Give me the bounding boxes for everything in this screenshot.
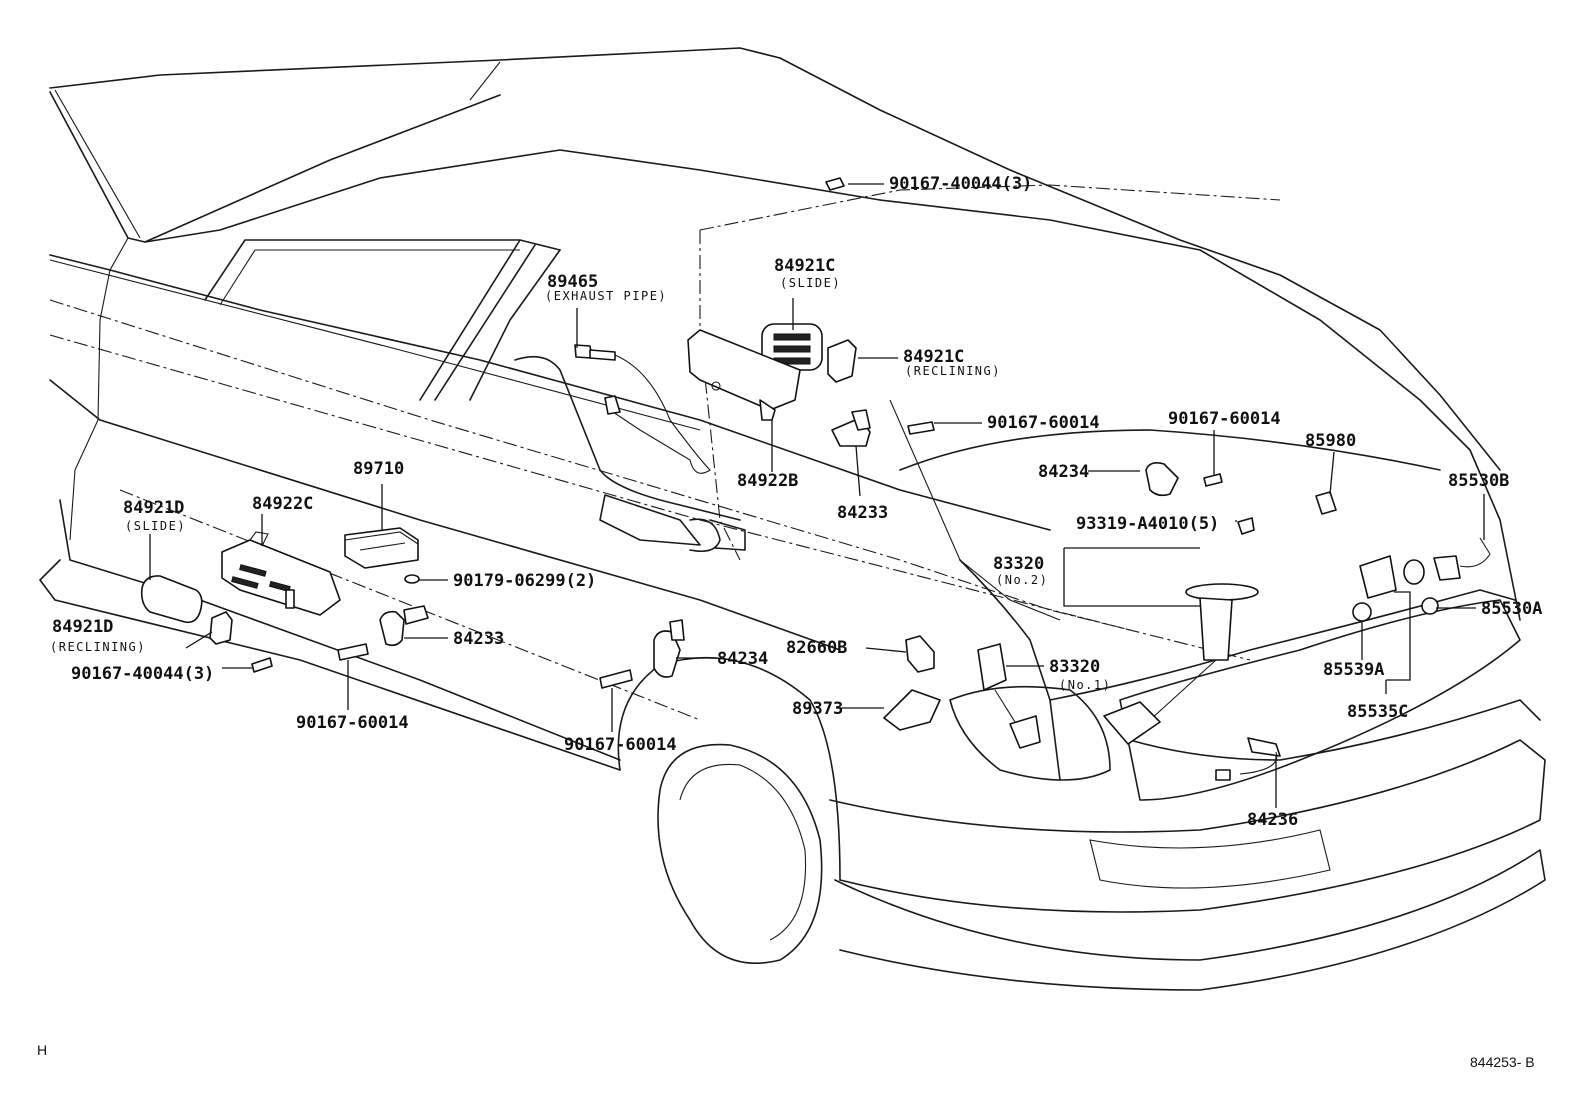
part-labels: 90167-40044(3) 84921C (SLIDE) 89465 (EXH… — [50, 174, 1542, 830]
label-89373: 89373 — [792, 699, 843, 719]
knob-84921c-reclining-shape — [827, 339, 857, 383]
label-89710: 89710 — [353, 459, 404, 479]
sensor-89465-shape — [574, 344, 711, 474]
label-84233-left: 84233 — [453, 629, 504, 649]
switch-84922c-shape — [221, 531, 341, 616]
label-85535c: 85535C — [1347, 702, 1408, 722]
sensor-85535c-shape — [1352, 537, 1491, 622]
label-84921d-slide-sub: (SLIDE) — [125, 519, 186, 533]
sensor-84233-left-shape — [379, 605, 429, 647]
label-84921d-slide: 84921D — [123, 498, 184, 518]
label-90167-60014-left: 90167-60014 — [296, 713, 409, 733]
diagram-code: 844253- B — [1470, 1054, 1535, 1070]
screw-icons — [251, 177, 1255, 689]
label-84234-right: 84234 — [1038, 462, 1089, 482]
label-83320-no1-sub: (No.1) — [1059, 678, 1111, 692]
switch-84921d-slide-shape — [140, 575, 203, 624]
switch-84921c-slide-shape — [761, 323, 823, 371]
relay-82660b-shape — [905, 635, 935, 673]
bracket-84922b-shape — [687, 329, 801, 421]
sender-83320-no2-shape — [1103, 583, 1259, 745]
sensor-84234-right-shape — [1145, 462, 1179, 497]
label-85539a: 85539A — [1323, 660, 1384, 680]
leader-lines — [149, 183, 1485, 808]
label-85530b: 85530B — [1448, 471, 1509, 491]
label-90167-40044-top: 90167-40044(3) — [889, 174, 1032, 194]
label-84236: 84236 — [1247, 810, 1298, 830]
sensor-84233-top-shape — [831, 409, 871, 447]
label-84921c-slide-sub: (SLIDE) — [780, 276, 841, 290]
label-85980: 85980 — [1305, 431, 1356, 451]
label-84233-top: 84233 — [837, 503, 888, 523]
label-89465: 89465 — [547, 272, 598, 292]
nut-90179-shape — [404, 574, 420, 584]
corner-mark: H — [37, 1042, 47, 1058]
label-84921c-reclining-sub: (RECLINING) — [905, 364, 1001, 378]
label-90179-06299: 90179-06299(2) — [453, 571, 596, 591]
label-93319-a4010: 93319-A4010(5) — [1076, 514, 1219, 534]
label-84921c-reclining: 84921C — [903, 347, 964, 367]
label-83320-no2: 83320 — [993, 554, 1044, 574]
label-85530a: 85530A — [1481, 599, 1542, 619]
sensor-84234-left-shape — [653, 619, 685, 678]
label-84234-left: 84234 — [717, 649, 768, 669]
label-89465-sub: (EXHAUST PIPE) — [545, 289, 667, 303]
label-84922b: 84922B — [737, 471, 798, 491]
exhaust-pipe-drawing — [514, 355, 746, 553]
label-84921d-reclining: 84921D — [52, 617, 113, 637]
label-83320-no2-sub: (No.2) — [996, 573, 1048, 587]
part-shapes — [140, 177, 1491, 781]
sensor-85980-shape — [1315, 491, 1337, 515]
label-90167-40044-left: 90167-40044(3) — [71, 664, 214, 684]
module-89373-shape — [883, 689, 941, 731]
sensor-84236-shape — [1215, 737, 1281, 781]
label-90167-60014-mid: 90167-60014 — [987, 413, 1100, 433]
sender-83320-no1-shape — [977, 643, 1041, 749]
label-84921c-slide: 84921C — [774, 256, 835, 276]
car-body-outline — [39, 47, 1546, 991]
label-90167-60014-right: 90167-60014 — [1168, 409, 1281, 429]
module-89710-shape — [344, 527, 419, 569]
label-83320-no1: 83320 — [1049, 657, 1100, 677]
label-84922c: 84922C — [252, 494, 313, 514]
label-90167-60014-bottom: 90167-60014 — [564, 735, 677, 755]
knob-84921d-reclining-shape — [209, 611, 233, 645]
label-82660b: 82660B — [786, 638, 847, 658]
label-84921d-reclining-sub: (RECLINING) — [50, 640, 146, 654]
